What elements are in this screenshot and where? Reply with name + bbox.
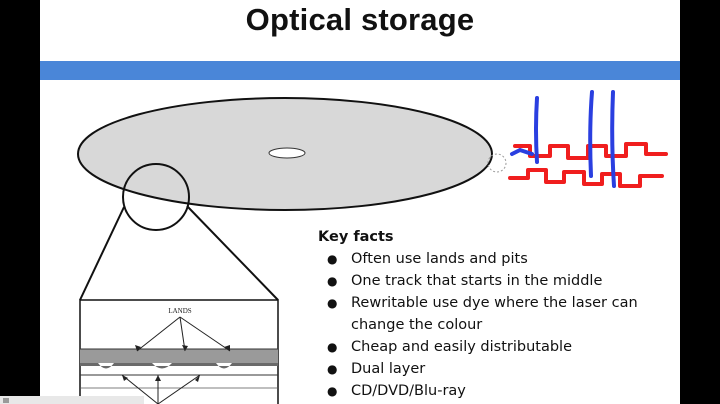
list-item: ●Dual layer	[318, 358, 678, 380]
disc-edge-marker	[487, 153, 507, 173]
key-facts-heading: Key facts	[318, 229, 394, 245]
bullet-icon: ●	[327, 340, 338, 354]
list-item: ●One track that starts in the middle	[318, 270, 678, 292]
list-item: ●CD/DVD/Blu-ray	[318, 380, 678, 402]
zoom-line-left	[79, 206, 125, 301]
bullet-icon: ●	[327, 296, 338, 310]
annotation-blue-strokes	[510, 90, 616, 188]
title-accent-bar	[40, 61, 680, 80]
zoom-line-right	[186, 205, 279, 301]
status-strip-icon	[3, 398, 9, 403]
list-item: ●Cheap and easily distributable	[318, 336, 678, 358]
disc-center-hole	[268, 147, 306, 159]
key-facts-panel: Key facts ●Often use lands and pits ●One…	[318, 229, 678, 402]
player-status-strip	[0, 396, 144, 404]
optical-disc-figure: LANDS	[77, 90, 668, 404]
bullet-icon: ●	[327, 384, 338, 398]
bullet-icon: ●	[327, 274, 338, 288]
list-item: ●Rewritable use dye where the laser can …	[318, 292, 678, 336]
bullet-icon: ●	[327, 252, 338, 266]
lands-pits-inset	[79, 299, 279, 404]
key-facts-list: ●Often use lands and pits ●One track tha…	[318, 248, 678, 402]
annotation-red-tracks	[508, 142, 668, 188]
magnifier-circle	[122, 163, 190, 231]
slide: Optical storage	[40, 0, 680, 404]
slide-title: Optical storage	[245, 2, 475, 37]
bullet-icon: ●	[327, 362, 338, 376]
lands-label: LANDS	[168, 307, 191, 315]
list-item: ●Often use lands and pits	[318, 248, 678, 270]
